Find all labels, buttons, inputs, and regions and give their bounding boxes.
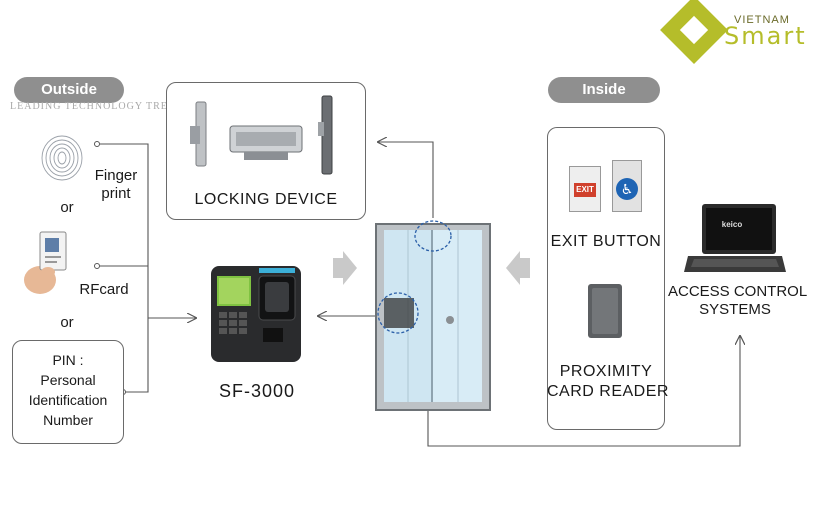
inside-pill: Inside [548,77,660,103]
proximity-reader-icon [588,284,622,338]
door-lock-callout [414,220,452,252]
exit-button-label: EXIT BUTTON [550,233,662,250]
rfcard-icon [24,231,67,294]
rfcard-label: RFcard [79,281,129,298]
rfcard-dot [94,263,100,269]
logo-top-text: VIETNAM [734,14,790,26]
laptop-screen-text: keico [721,220,743,229]
proximity-label: PROXIMITY CARD READER [547,363,669,400]
access-control-label: ACCESS CONTROL SYSTEMS [668,283,808,318]
logo-bottom-text: Smart [724,22,807,50]
exit-sign: EXIT [574,183,596,197]
grey-arrow-left [333,251,357,285]
pin-label: PIN : Personal Identification Number [28,352,108,428]
outside-pill: Outside [14,77,124,103]
grey-arrow-right [506,251,530,285]
watermark-text: LEADING TECHNOLOGY TRENDS [10,101,191,112]
finger-dot [94,141,100,147]
laptop-icon [684,204,786,272]
inside-box [547,127,665,430]
door-icon [375,220,491,411]
door-reader-callout [377,292,419,334]
terminal-icon [211,266,301,362]
terminal-label: SF-3000 [218,381,296,401]
or-label-1: or [60,199,74,216]
accessibility-icon: ♿ [616,178,638,200]
pin-box [12,340,124,444]
or-label-2: or [60,314,74,331]
locking-device-icon [190,95,333,175]
door-to-lock-arrow [378,142,434,218]
fingerprint-label: Finger print [94,167,138,202]
locking-device-label: LOCKING DEVICE [194,191,338,208]
fingerprint-icon [41,135,83,181]
